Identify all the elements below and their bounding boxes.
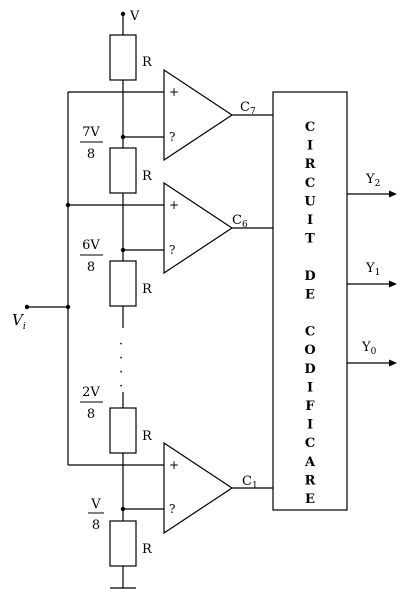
resistor-5: [109, 520, 137, 567]
output-label: C6: [232, 213, 248, 230]
minus-sign: ?: [169, 243, 175, 257]
comparator-c1: + ? C1: [68, 441, 273, 535]
ellipsis-dot-3: ·: [119, 365, 123, 380]
output-label: Y2: [365, 172, 380, 189]
fraction-den: 8: [92, 518, 100, 533]
output-y2: Y2: [347, 172, 397, 198]
ellipsis-dot-4: ·: [119, 379, 123, 394]
fraction-den: 8: [87, 260, 95, 275]
comparator-c7: + ? C7: [68, 68, 273, 162]
resistor-3-label: R: [142, 282, 153, 297]
fraction-num: 7V: [82, 125, 100, 140]
resistor-3: [109, 260, 137, 307]
ellipsis-dot-1: ·: [119, 337, 123, 352]
fraction-6v8: 6V 8: [80, 238, 103, 275]
encoder-box: [272, 91, 348, 511]
resistor-4-label: R: [142, 429, 153, 444]
resistor-1: [109, 34, 137, 81]
fraction-num: V: [90, 497, 101, 512]
output-label: Y1: [365, 261, 380, 278]
output-label: C7: [240, 100, 256, 117]
plus-sign: +: [169, 458, 179, 472]
comparator-c6: + ? C6: [68, 181, 273, 275]
resistor-ladder: R R R R R: [109, 34, 153, 589]
plus-sign: +: [169, 198, 179, 212]
minus-sign: ?: [169, 502, 175, 516]
comparator-triangle: [163, 181, 234, 275]
output-label: C1: [242, 474, 258, 491]
ladder-ellipsis: · · · ·: [119, 337, 123, 394]
output-label: Y0: [361, 340, 377, 357]
output-y0: Y0: [347, 340, 397, 367]
ellipsis-dot-2: ·: [119, 351, 123, 366]
resistor-1-label: R: [142, 55, 153, 70]
fraction-num: 6V: [82, 238, 100, 253]
plus-sign: +: [169, 85, 179, 99]
fraction-den: 8: [87, 147, 95, 162]
arrow-head-icon: [389, 359, 397, 367]
resistor-2: [109, 147, 137, 194]
resistor-4: [109, 407, 137, 454]
fraction-v8: V 8: [88, 497, 104, 533]
supply-label: V: [129, 9, 140, 24]
fraction-7v8: 7V 8: [80, 125, 103, 162]
minus-sign: ?: [169, 130, 175, 144]
arrow-head-icon: [389, 190, 397, 198]
comparator-triangle: [163, 441, 234, 535]
arrow-head-icon: [389, 280, 397, 288]
fraction-2v8: 2V 8: [80, 385, 103, 422]
output-y1: Y1: [347, 261, 397, 288]
fraction-num: 2V: [82, 385, 100, 400]
resistor-2-label: R: [142, 169, 153, 184]
fraction-den: 8: [87, 407, 95, 422]
input-label: Vi: [12, 311, 26, 332]
comparator-triangle: [163, 68, 234, 162]
input-vi: Vi: [12, 92, 71, 465]
resistor-5-label: R: [142, 542, 153, 557]
